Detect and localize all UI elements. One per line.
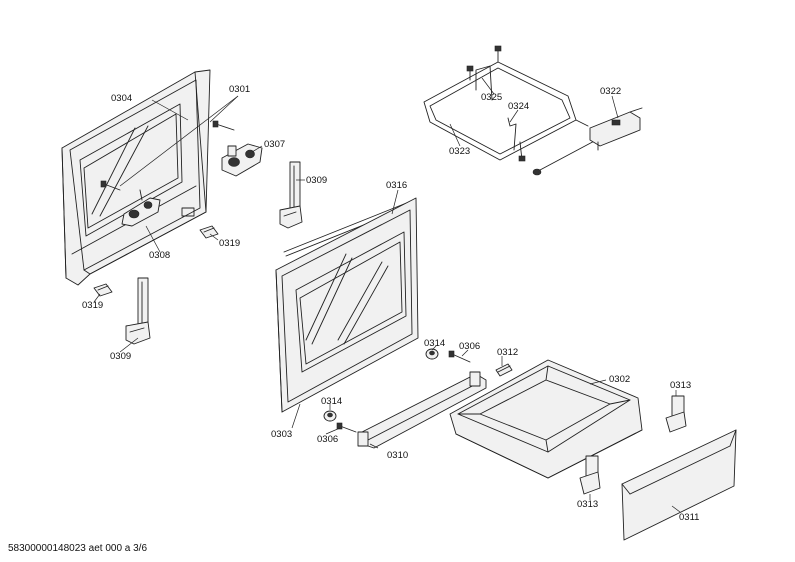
part-labels: 0304 0301 0307 0309 0308 0319 0319 0309 … [82, 84, 699, 523]
screw-0306-upper [448, 350, 471, 363]
label-0313-lower: 0313 [577, 499, 598, 510]
clip-0319-lower [93, 283, 113, 297]
label-0304: 0304 [111, 93, 132, 104]
drawer-front-0311 [621, 429, 737, 541]
label-0310: 0310 [387, 450, 408, 461]
label-0303: 0303 [271, 429, 292, 440]
knob-0314-lower [323, 410, 337, 422]
label-0319-upper: 0319 [219, 238, 240, 249]
thermostat-0322 [589, 107, 643, 151]
label-0325: 0325 [481, 92, 502, 103]
label-0324: 0324 [508, 101, 529, 112]
grill-element-0323 [423, 45, 601, 176]
label-0313-upper: 0313 [670, 380, 691, 391]
inner-door-frame [61, 69, 211, 286]
bracket-0312 [495, 363, 513, 377]
label-0311: 0311 [679, 512, 699, 523]
label-0314-lower: 0314 [321, 396, 342, 407]
label-0322: 0322 [600, 86, 621, 97]
screw-0306-lower [336, 422, 357, 433]
label-0312: 0312 [497, 347, 518, 358]
runner-clip-0313-upper [665, 395, 687, 433]
hinge-bracket-0309-upper [279, 161, 303, 229]
runner-clip-0313-lower [579, 455, 601, 495]
label-0306-lower: 0306 [317, 434, 338, 445]
handle-0310 [357, 371, 487, 449]
label-0301: 0301 [229, 84, 250, 95]
label-0309-lower: 0309 [110, 351, 131, 362]
label-0309-upper: 0309 [306, 175, 327, 186]
label-0316: 0316 [386, 180, 407, 191]
outer-door-0303 [275, 197, 419, 413]
hinge-0307 [221, 143, 263, 177]
document-id-footer: 58300000148023 aet 000 a 3/6 [8, 543, 148, 554]
label-0307: 0307 [264, 139, 285, 150]
knob-0314-upper [425, 348, 439, 360]
label-0308: 0308 [149, 250, 170, 261]
label-0323: 0323 [449, 146, 470, 157]
label-0319-lower: 0319 [82, 300, 103, 311]
drawer-tray-0302 [449, 359, 643, 479]
screw-0301 [100, 120, 235, 191]
clip-0319-upper [199, 225, 219, 239]
hinge-block-on-door [121, 189, 161, 227]
label-0314-upper: 0314 [424, 338, 445, 349]
label-0306-upper: 0306 [459, 341, 480, 352]
label-0302: 0302 [609, 374, 630, 385]
leader-lines [93, 77, 681, 513]
hinge-bracket-0309-lower [125, 277, 151, 345]
